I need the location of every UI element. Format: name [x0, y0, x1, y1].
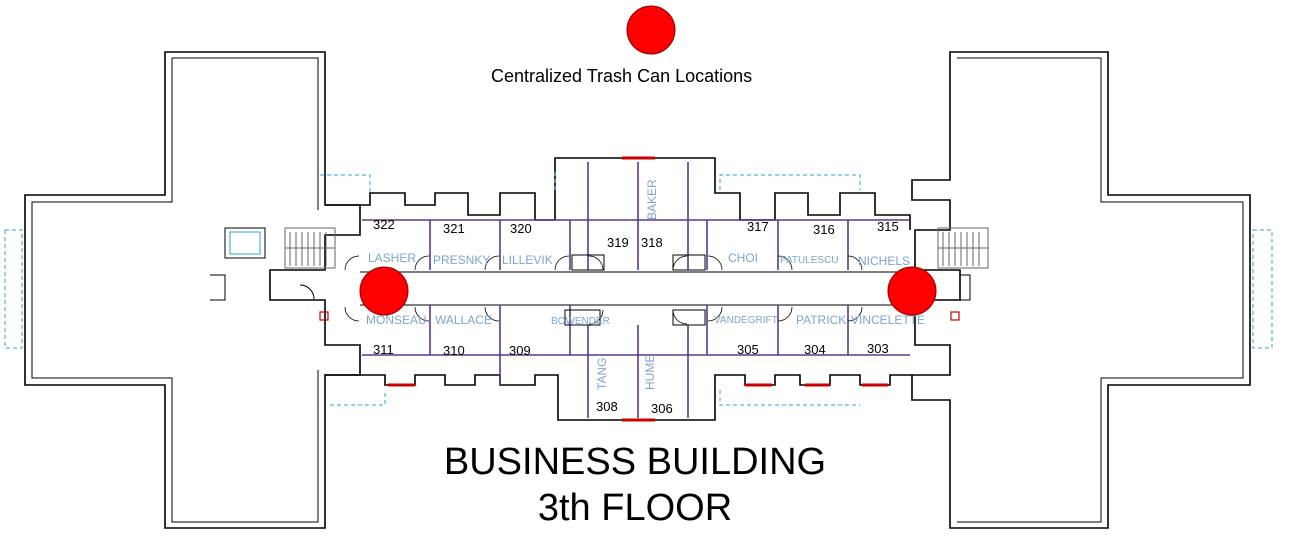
room-number: 317 — [747, 219, 769, 234]
east-wing — [911, 51, 1273, 529]
room-number: 304 — [804, 342, 826, 357]
occupant-name: WALLACE — [435, 313, 492, 327]
west-wing — [4, 51, 361, 529]
occupant-name: MONSEAU — [366, 313, 427, 327]
occupant-name: NICHELS — [858, 254, 910, 268]
occupant-name: PATULESCU — [780, 255, 839, 266]
legend-trash-marker — [626, 5, 676, 55]
room-number: 321 — [443, 221, 465, 236]
window-markers — [388, 156, 888, 422]
legend-label: Centralized Trash Can Locations — [491, 66, 753, 86]
floor-title: 3th FLOOR — [537, 487, 733, 529]
room-number: 308 — [596, 399, 618, 414]
room-number: 310 — [443, 343, 465, 358]
trash-can-marker-west — [359, 266, 409, 316]
door-swings — [344, 255, 863, 325]
room-number: 303 — [867, 341, 889, 356]
east-stairs — [937, 227, 989, 301]
room-number: 318 — [641, 235, 663, 250]
occupant-name: VINCELETTE — [851, 313, 925, 327]
occupant-name: LILLEVIK — [502, 253, 553, 267]
occupant-name: VANDEGRIFT — [714, 315, 778, 326]
occupant-name: TANG — [595, 358, 609, 390]
fire-extinguisher-icon — [319, 311, 329, 321]
interior-walls — [362, 162, 910, 418]
occupant-name: LASHER — [368, 251, 416, 265]
room-number: 306 — [651, 401, 673, 416]
building-title: BUSINESS BUILDING — [443, 441, 827, 483]
occupant-name: CHOI — [728, 251, 758, 265]
central-block — [320, 157, 912, 421]
room-number: 319 — [607, 235, 629, 250]
occupant-name: HUME — [643, 355, 657, 390]
west-stairs — [210, 227, 336, 301]
trash-can-marker-east — [887, 266, 937, 316]
room-number: 309 — [509, 343, 531, 358]
room-number: 320 — [510, 221, 532, 236]
occupant-name: PRESNKY — [433, 253, 490, 267]
room-number: 322 — [373, 217, 395, 232]
occupant-names: LASHER PRESNKY LILLEVIK BAKER CHOI PATUL… — [366, 179, 925, 390]
room-number: 316 — [813, 222, 835, 237]
room-number: 315 — [877, 219, 899, 234]
occupant-name: BOWENDER — [551, 316, 610, 327]
room-number: 311 — [373, 342, 394, 357]
room-number: 305 — [737, 342, 759, 357]
occupant-name: BAKER — [645, 179, 659, 220]
fire-extinguisher-icon — [950, 311, 960, 321]
occupant-name: PATRICK — [796, 313, 846, 327]
room-numbers: 322 321 320 319 318 317 316 315 311 310 … — [373, 217, 899, 416]
